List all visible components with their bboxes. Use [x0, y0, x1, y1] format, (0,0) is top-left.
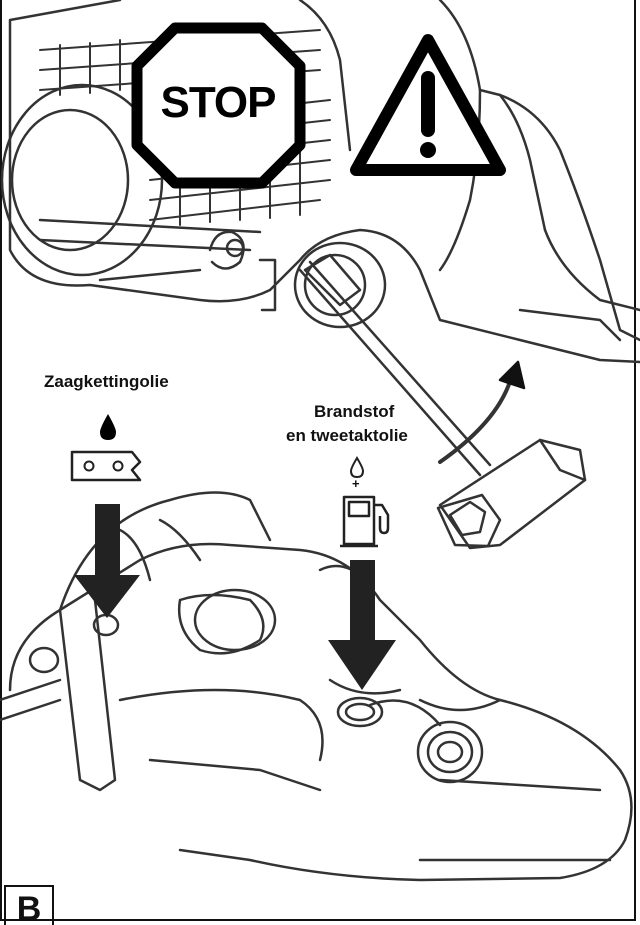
stop-sign-text: STOP	[160, 78, 276, 127]
fuel-tank-cap	[368, 699, 484, 784]
cap-with-tool	[293, 241, 492, 477]
fuel-drop-icon	[349, 456, 365, 479]
fuel-pump-icon	[340, 495, 390, 548]
oil-drop-icon	[100, 414, 116, 440]
saw-chain-icon	[70, 450, 142, 482]
down-arrow-icon	[74, 504, 140, 618]
saw-body-bottom	[8, 491, 633, 882]
guide-bar	[0, 598, 117, 792]
curved-arrow-icon	[438, 360, 526, 464]
warning-triangle-icon	[350, 34, 506, 176]
down-arrow-icon	[328, 560, 396, 690]
filter-cover	[0, 83, 164, 277]
figure-letter: B	[4, 885, 54, 925]
fuel-tank-opening	[336, 696, 384, 728]
fuel-plus-sign: +	[352, 476, 360, 491]
stop-sign-icon	[131, 22, 306, 189]
fuel-label-line1: Brandstof	[314, 402, 395, 421]
oil-tank-cap	[28, 613, 120, 674]
fuel-label-line2: en tweetaktolie	[286, 426, 408, 445]
chain-oil-label: Zaagkettingolie	[44, 372, 169, 391]
combination-wrench-icon	[436, 438, 587, 550]
